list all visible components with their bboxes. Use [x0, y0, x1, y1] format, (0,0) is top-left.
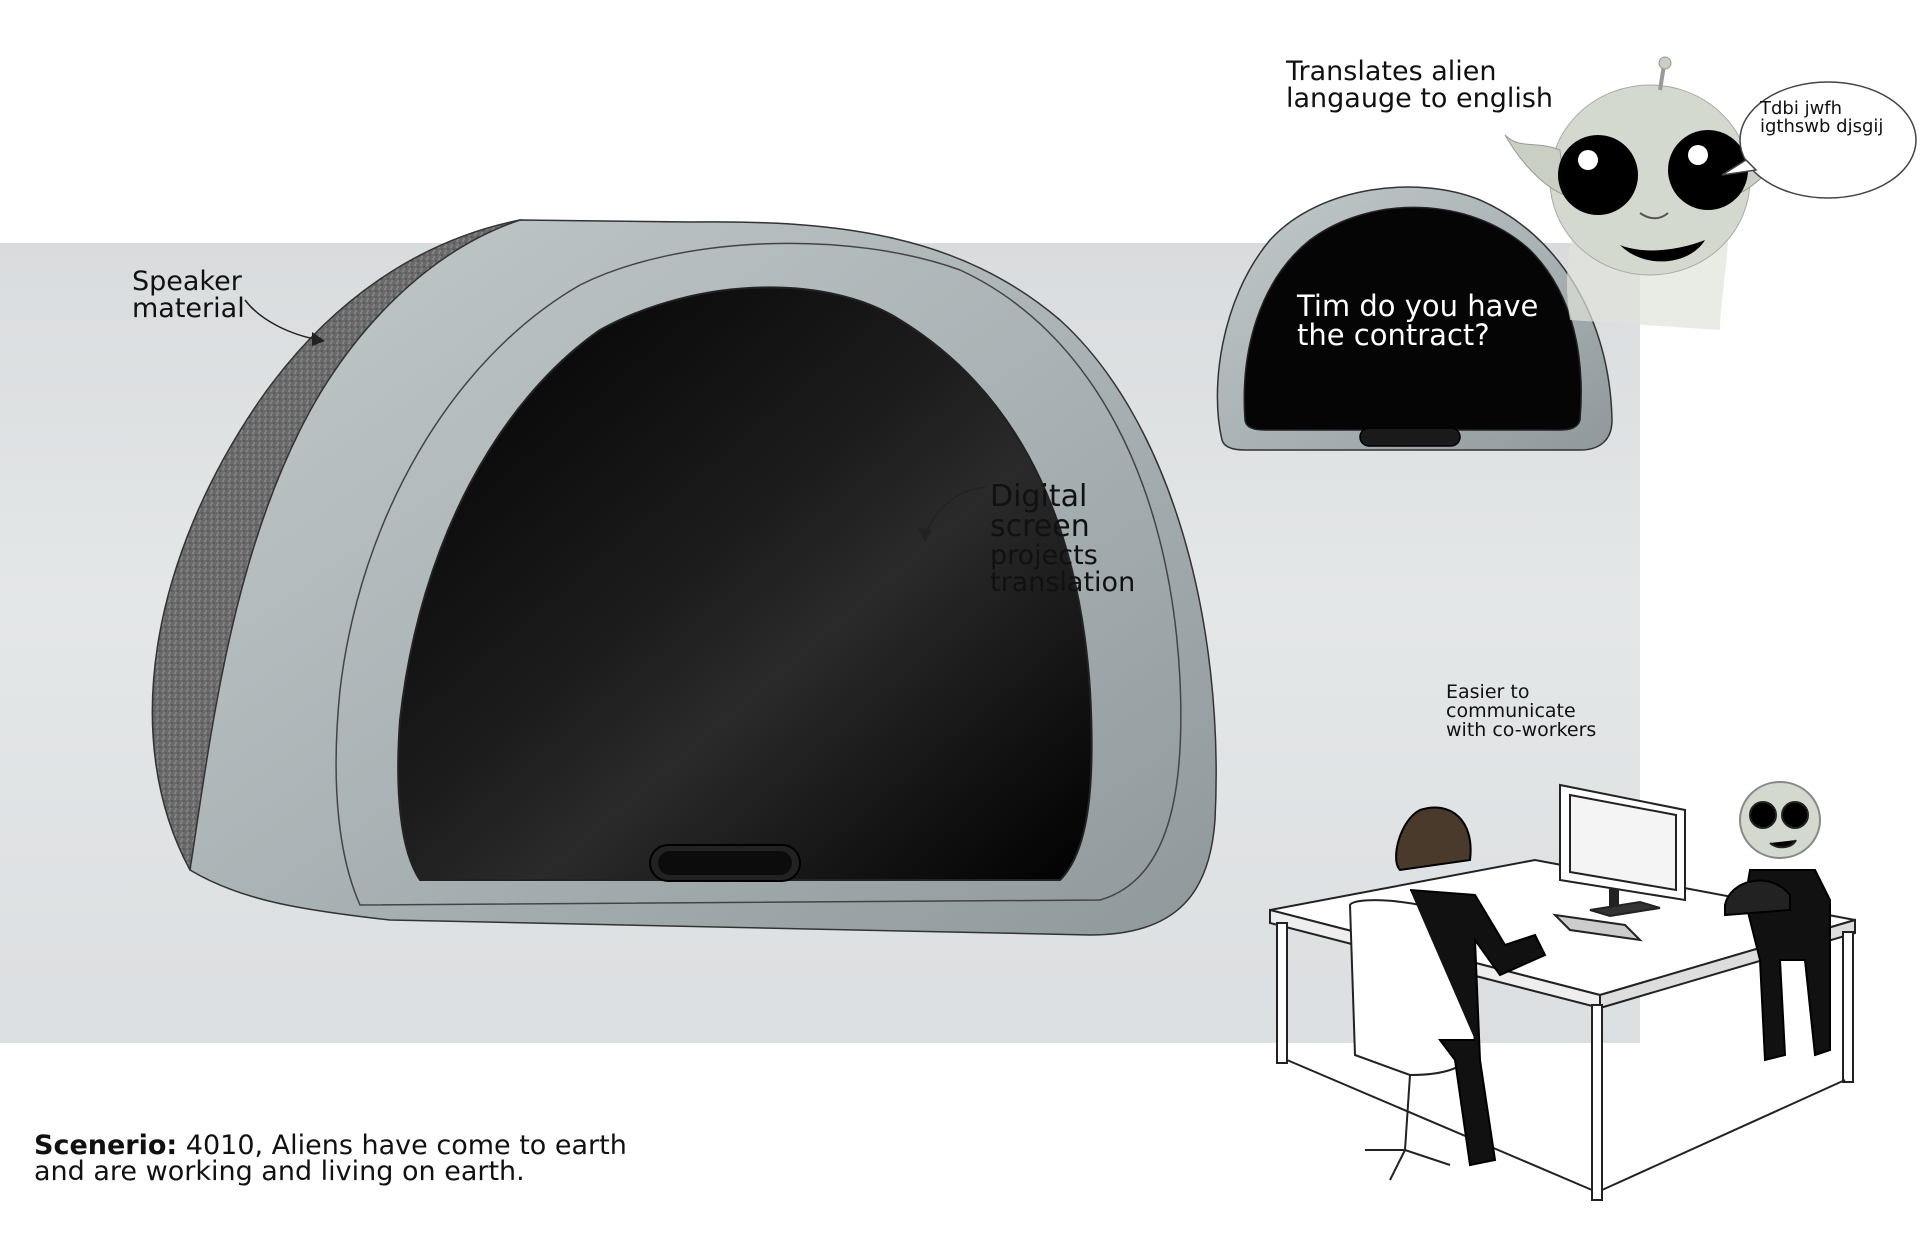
translates-label: Translates alien langauge to english	[1286, 58, 1553, 112]
speaker-device-illustration	[151, 219, 1217, 936]
translates-label-line1: Translates alien	[1286, 56, 1497, 87]
digital-label-line2: screen	[990, 509, 1090, 544]
scenario-line1: 4010, Aliens have come to earth	[177, 1130, 627, 1161]
digital-label-line1: Digital	[990, 479, 1088, 514]
speaker-label-line1: Speaker	[132, 266, 242, 297]
office-desk-scene	[1269, 781, 1856, 1201]
bubble-line2: igthswb djsgij	[1760, 116, 1884, 137]
translates-label-line2: langauge to english	[1286, 83, 1554, 114]
easier-communicate-label: Easier to communicate with co-workers	[1446, 683, 1596, 740]
speaker-label-line2: material	[132, 293, 245, 324]
alien-head-illustration	[1504, 56, 1796, 330]
scenario-heading: Scenerio:	[34, 1130, 178, 1161]
speaker-material-label: Speaker material	[132, 268, 245, 322]
small-device-illustration	[1216, 186, 1613, 451]
easier-label-line1: Easier to	[1446, 681, 1530, 703]
easier-label-line3: with co-workers	[1446, 719, 1597, 741]
speech-bubble-text: Tdbi jwfh igthswb djsgij	[1760, 100, 1883, 136]
digital-screen-label: Digital screen projects translation	[990, 479, 1136, 598]
small-screen-message: Tim do you have the contract?	[1297, 292, 1538, 350]
scenario-line2: and are working and living on earth.	[34, 1155, 525, 1187]
screen-message-line2: the contract?	[1297, 318, 1490, 352]
screen-message-line1: Tim do you have	[1297, 289, 1539, 323]
easier-label-line2: communicate	[1446, 700, 1576, 722]
bubble-line1: Tdbi jwfh	[1760, 98, 1843, 119]
digital-label-line3: projects	[990, 540, 1098, 571]
digital-label-line4: translation	[990, 567, 1136, 598]
speech-bubble	[1721, 81, 1917, 199]
speaker-bezel-line	[335, 242, 1182, 906]
speaker-screen	[397, 286, 1093, 881]
scenario-caption: Scenerio: 4010, Aliens have come to eart…	[34, 1130, 627, 1187]
